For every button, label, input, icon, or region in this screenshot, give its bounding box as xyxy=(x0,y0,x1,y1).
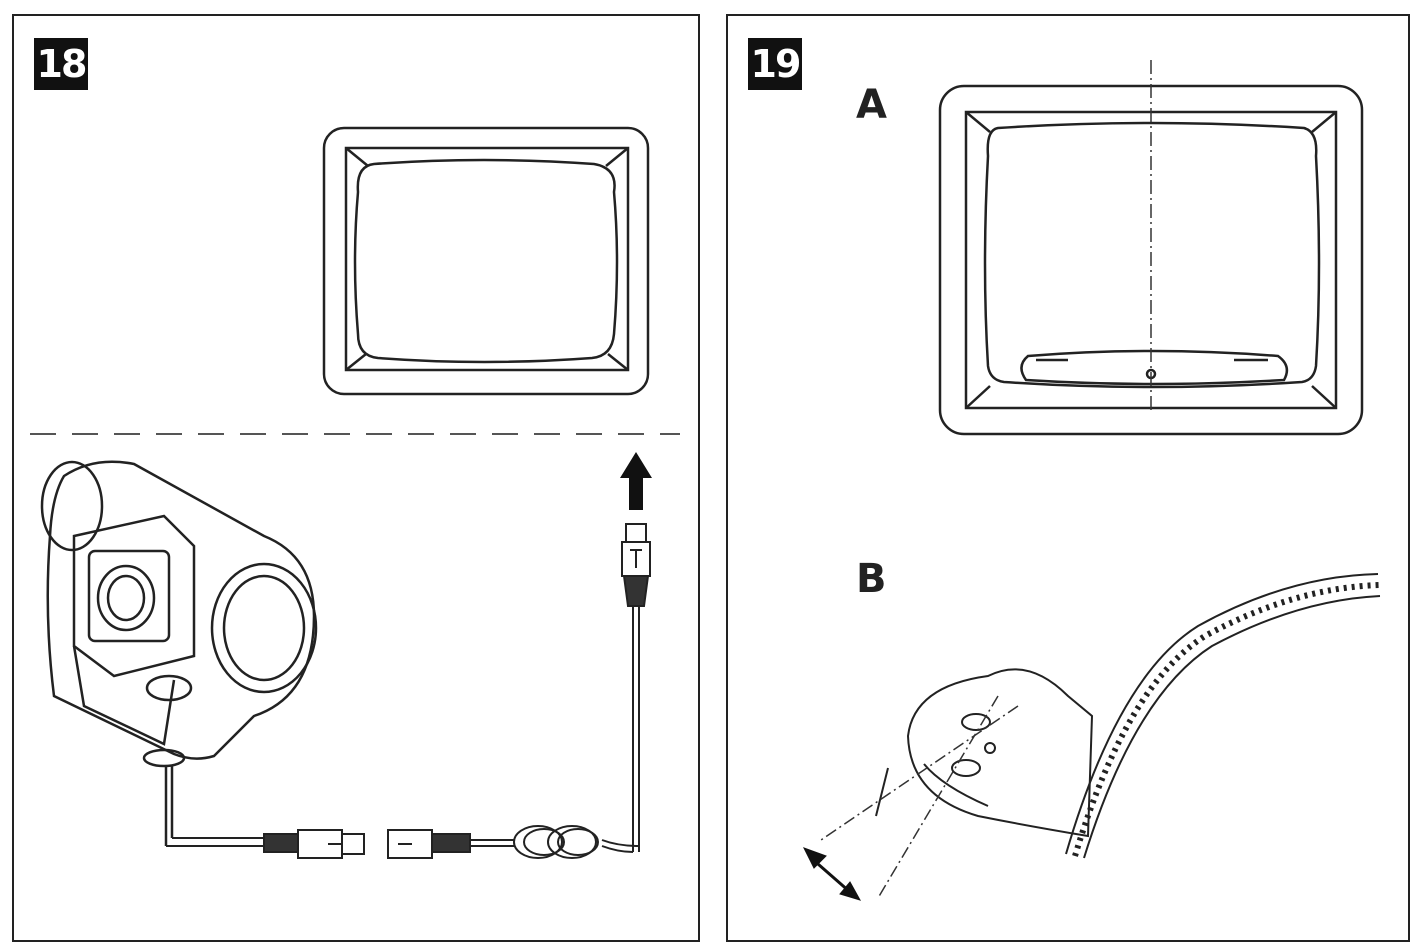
sublabel-a: A xyxy=(856,82,887,128)
connector-plug-icon xyxy=(621,523,651,852)
sublabel-b: B xyxy=(856,556,887,602)
step-19-panel: 19 A B xyxy=(726,14,1410,942)
arrow-up-icon xyxy=(620,452,652,510)
step-19-illustration xyxy=(802,60,1381,901)
double-arrow-icon xyxy=(802,847,862,901)
step-18-panel: 18 xyxy=(12,14,700,942)
mounting-bracket-icon xyxy=(875,668,1094,838)
camera-icon xyxy=(40,460,318,846)
angle-guide-lines xyxy=(817,695,1019,899)
monitor-icon xyxy=(938,84,1364,436)
step-18-illustration xyxy=(30,126,680,859)
step-number-19: 19 xyxy=(748,38,802,90)
monitor-icon xyxy=(322,126,650,396)
connector-plug-icon xyxy=(166,829,514,859)
step-number-18: 18 xyxy=(34,38,88,90)
windshield-arc xyxy=(1065,573,1381,859)
cable-coil-icon xyxy=(513,825,640,859)
